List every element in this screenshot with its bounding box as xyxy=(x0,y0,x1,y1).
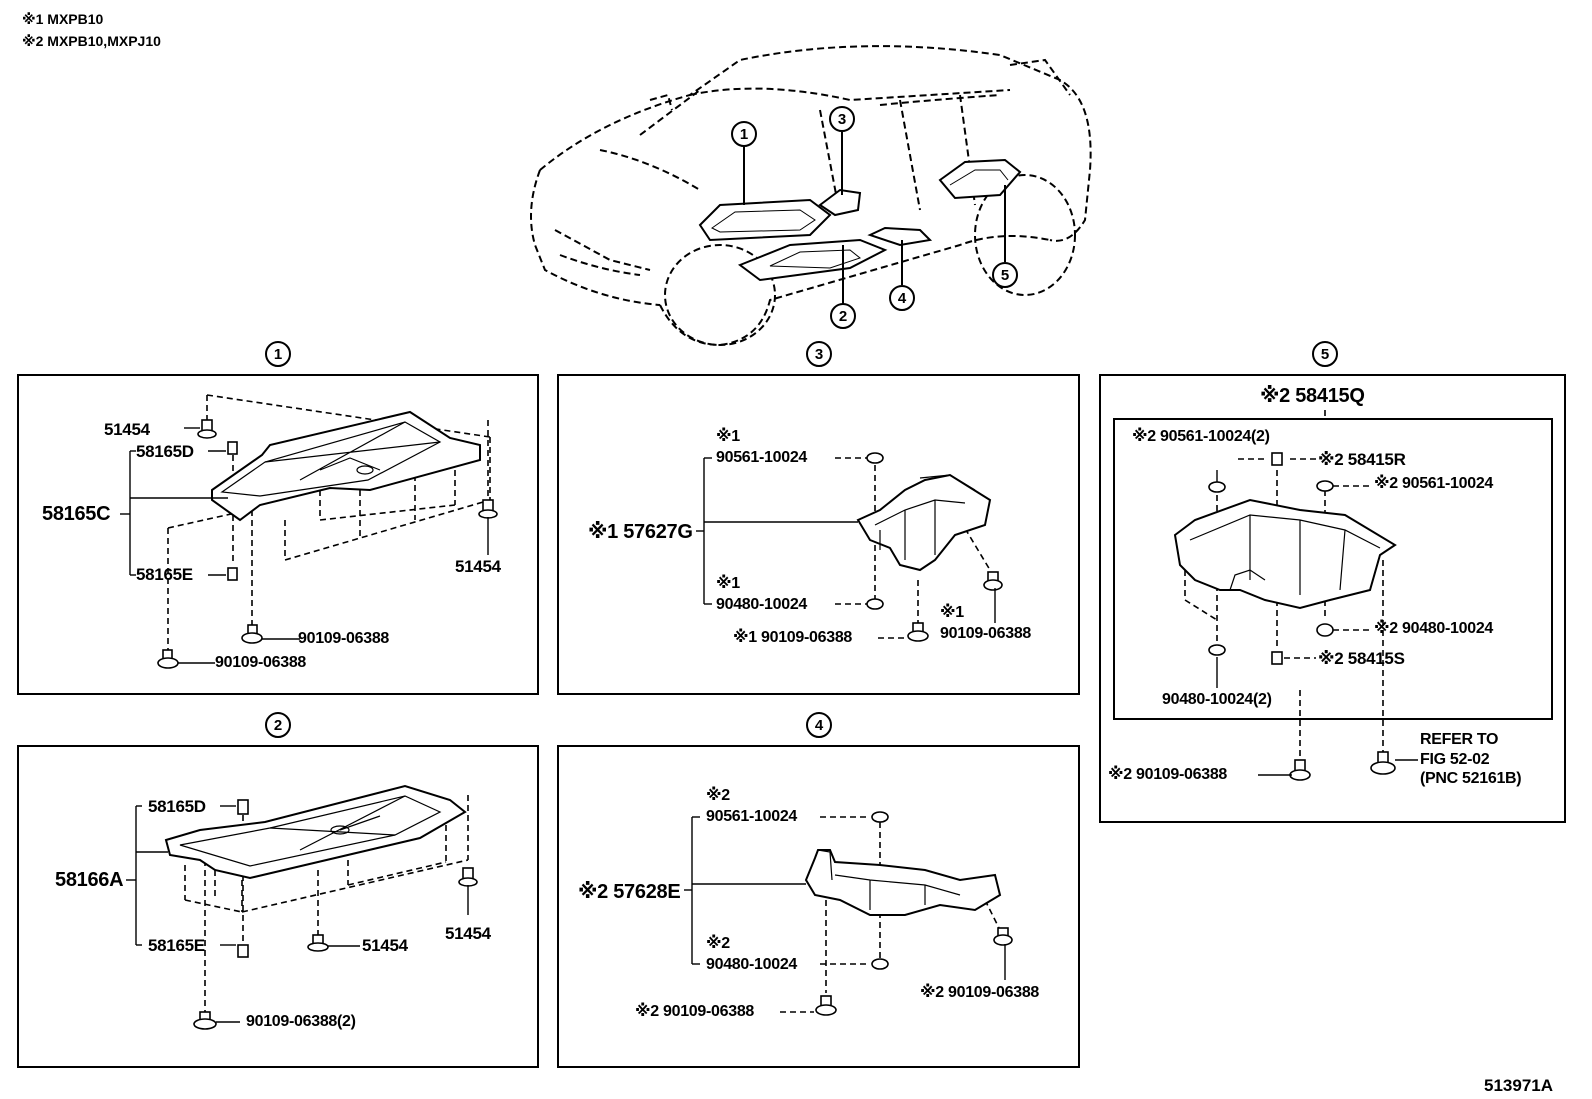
p4-label-90109-06388-b: ※2 90109-06388 xyxy=(920,984,1040,1001)
p2-label-90109-06388-2: 90109-06388(2) xyxy=(246,1013,356,1030)
p5-label-58415S: ※2 58415S xyxy=(1318,649,1405,668)
panel-1-index: 1 xyxy=(265,341,291,367)
p5-label-90561-10024-2: ※2 90561-10024(2) xyxy=(1132,428,1270,445)
note-1: ※1 MXPB10 xyxy=(22,11,104,27)
p4-mark-a: ※2 xyxy=(706,787,730,804)
p5-refer-line-3: (PNC 52161B) xyxy=(1420,770,1522,787)
panel-5-frame xyxy=(1099,374,1566,823)
panel-4-drawing xyxy=(684,811,1013,1016)
vehicle-callout-1: 1 xyxy=(731,121,757,147)
p5-refer-line-1: REFER TO xyxy=(1420,731,1499,748)
panel-1-drawing xyxy=(120,394,498,669)
p5-label-58415Q: ※2 58415Q xyxy=(1260,385,1365,407)
panel-2-frame xyxy=(17,745,539,1068)
panel-5-drawing xyxy=(1173,410,1418,781)
p1-label-51454-right: 51454 xyxy=(455,557,501,576)
p5-label-90561-10024: ※2 90561-10024 xyxy=(1374,475,1494,492)
p1-label-58165C: 58165C xyxy=(42,503,111,525)
panel-4-index: 4 xyxy=(806,712,832,738)
vehicle-callout-2: 2 xyxy=(830,303,856,329)
panel-4-frame xyxy=(557,745,1080,1068)
p4-label-57628E: ※2 57628E xyxy=(578,881,681,903)
p3-mark-a: ※1 xyxy=(716,428,740,445)
p2-label-58165E: 58165E xyxy=(148,936,205,955)
p4-label-90480-10024: 90480-10024 xyxy=(706,956,798,973)
vehicle-callout-3: 3 xyxy=(829,106,855,132)
panel-2-index: 2 xyxy=(265,712,291,738)
p2-label-58166A: 58166A xyxy=(55,869,124,891)
p5-refer-line-2: FIG 52-02 xyxy=(1420,751,1490,768)
panel-5-index: 5 xyxy=(1312,341,1338,367)
panel-3-drawing xyxy=(696,452,1003,642)
panel-3-index: 3 xyxy=(806,341,832,367)
panel-5-inner-frame xyxy=(1113,418,1553,720)
panel-1-frame xyxy=(17,374,539,695)
p4-mark-c: ※2 xyxy=(706,935,730,952)
note-2: ※2 MXPB10,MXPJ10 xyxy=(22,33,161,49)
p5-label-58415R: ※2 58415R xyxy=(1318,450,1406,469)
vehicle-callout-4: 4 xyxy=(889,285,915,311)
p2-label-51454-right: 51454 xyxy=(445,924,491,943)
p1-label-51454-top: 51454 xyxy=(104,420,150,439)
p1-label-58165E: 58165E xyxy=(136,565,193,584)
p5-label-90109-06388: ※2 90109-06388 xyxy=(1108,766,1228,783)
p4-label-90109-06388-a: ※2 90109-06388 xyxy=(635,1003,755,1020)
p3-label-90109-06388-a: ※1 90109-06388 xyxy=(733,629,853,646)
p3-mark-c: ※1 xyxy=(716,575,740,592)
panel-2-drawing xyxy=(126,784,478,1030)
p3-label-57627G: ※1 57627G xyxy=(588,521,693,543)
p2-label-58165D: 58165D xyxy=(148,797,206,816)
panel-3-frame xyxy=(557,374,1080,695)
p5-label-90480-10024-2: 90480-10024(2) xyxy=(1162,691,1272,708)
p3-label-90561-10024: 90561-10024 xyxy=(716,449,808,466)
p3-label-90109-06388-b: 90109-06388 xyxy=(940,625,1032,642)
p5-label-90480-10024: ※2 90480-10024 xyxy=(1374,620,1494,637)
p1-label-90109-06388-b: 90109-06388 xyxy=(215,654,307,671)
p1-label-90109-06388-a: 90109-06388 xyxy=(298,630,390,647)
p4-label-90561-10024: 90561-10024 xyxy=(706,808,798,825)
vehicle-callout-5: 5 xyxy=(992,262,1018,288)
p1-label-58165D: 58165D xyxy=(136,442,194,461)
p3-label-90480-10024: 90480-10024 xyxy=(716,596,808,613)
p3-mark-e: ※1 xyxy=(940,604,964,621)
figure-number: 513971A xyxy=(1484,1076,1554,1095)
p2-label-51454-mid: 51454 xyxy=(362,936,408,955)
